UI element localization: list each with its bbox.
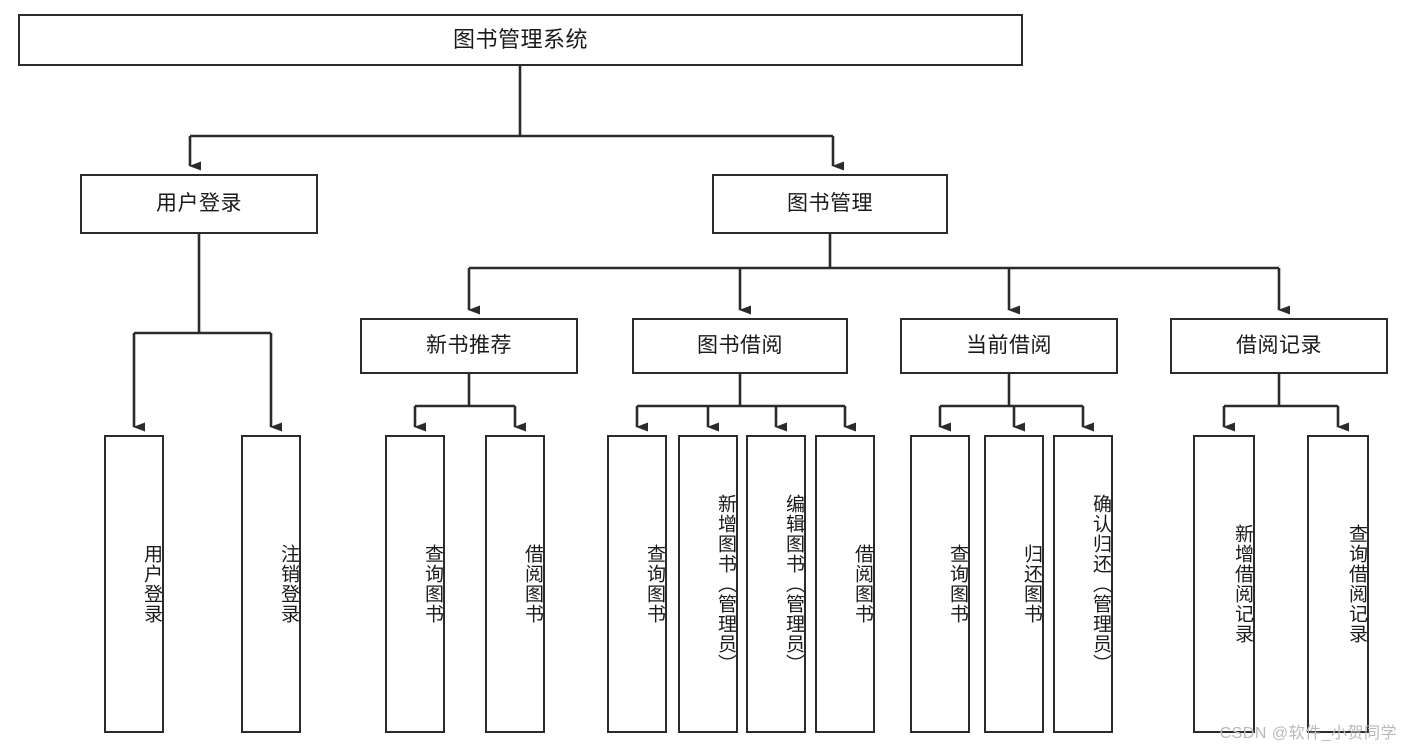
node-leaf-9[interactable]: 归还图书: [984, 435, 1044, 733]
node-leaf-5[interactable]: 新增图书（管理员）: [678, 435, 738, 733]
node-leaf-10[interactable]: 确认归还（管理员）: [1053, 435, 1113, 733]
node-level3-label-3: 借阅记录: [1236, 333, 1322, 357]
node-leaf-label-7: 借阅图书: [852, 544, 873, 624]
node-leaf-label-6: 编辑图书（管理员）: [783, 494, 804, 674]
node-level2-0[interactable]: 用户登录: [80, 174, 318, 234]
node-level2-label-1: 图书管理: [787, 191, 873, 215]
node-leaf-label-11: 新增借阅记录: [1232, 524, 1253, 644]
node-leaf-8[interactable]: 查询图书: [910, 435, 970, 733]
node-leaf-label-9: 归还图书: [1021, 544, 1042, 624]
node-level3-3[interactable]: 借阅记录: [1170, 318, 1388, 374]
node-level3-2[interactable]: 当前借阅: [900, 318, 1118, 374]
node-leaf-2[interactable]: 查询图书: [385, 435, 445, 733]
node-level2-1[interactable]: 图书管理: [712, 174, 948, 234]
node-leaf-6[interactable]: 编辑图书（管理员）: [746, 435, 806, 733]
node-leaf-label-10: 确认归还（管理员）: [1090, 494, 1111, 674]
node-leaf-0[interactable]: 用户登录: [104, 435, 164, 733]
node-leaf-11[interactable]: 新增借阅记录: [1193, 435, 1255, 733]
node-leaf-label-5: 新增图书（管理员）: [715, 494, 736, 674]
node-root-system[interactable]: 图书管理系统: [18, 14, 1023, 66]
node-level3-label-0: 新书推荐: [426, 333, 512, 357]
node-leaf-label-8: 查询图书: [947, 544, 968, 624]
node-leaf-3[interactable]: 借阅图书: [485, 435, 545, 733]
node-leaf-label-12: 查询借阅记录: [1346, 524, 1367, 644]
node-leaf-7[interactable]: 借阅图书: [815, 435, 875, 733]
node-leaf-label-3: 借阅图书: [522, 544, 543, 624]
node-leaf-label-4: 查询图书: [644, 544, 665, 624]
node-level3-1[interactable]: 图书借阅: [632, 318, 848, 374]
node-root-label: 图书管理系统: [452, 27, 588, 53]
node-leaf-1[interactable]: 注销登录: [241, 435, 301, 733]
node-level3-label-2: 当前借阅: [966, 333, 1052, 357]
node-level3-label-1: 图书借阅: [697, 333, 783, 357]
node-leaf-4[interactable]: 查询图书: [607, 435, 667, 733]
node-leaf-label-1: 注销登录: [278, 544, 299, 624]
node-leaf-12[interactable]: 查询借阅记录: [1307, 435, 1369, 733]
node-level3-0[interactable]: 新书推荐: [360, 318, 578, 374]
watermark-text: CSDN @软件_小贺同学: [1219, 725, 1397, 742]
node-level2-label-0: 用户登录: [156, 191, 242, 215]
node-leaf-label-2: 查询图书: [422, 544, 443, 624]
node-leaf-label-0: 用户登录: [141, 544, 162, 624]
